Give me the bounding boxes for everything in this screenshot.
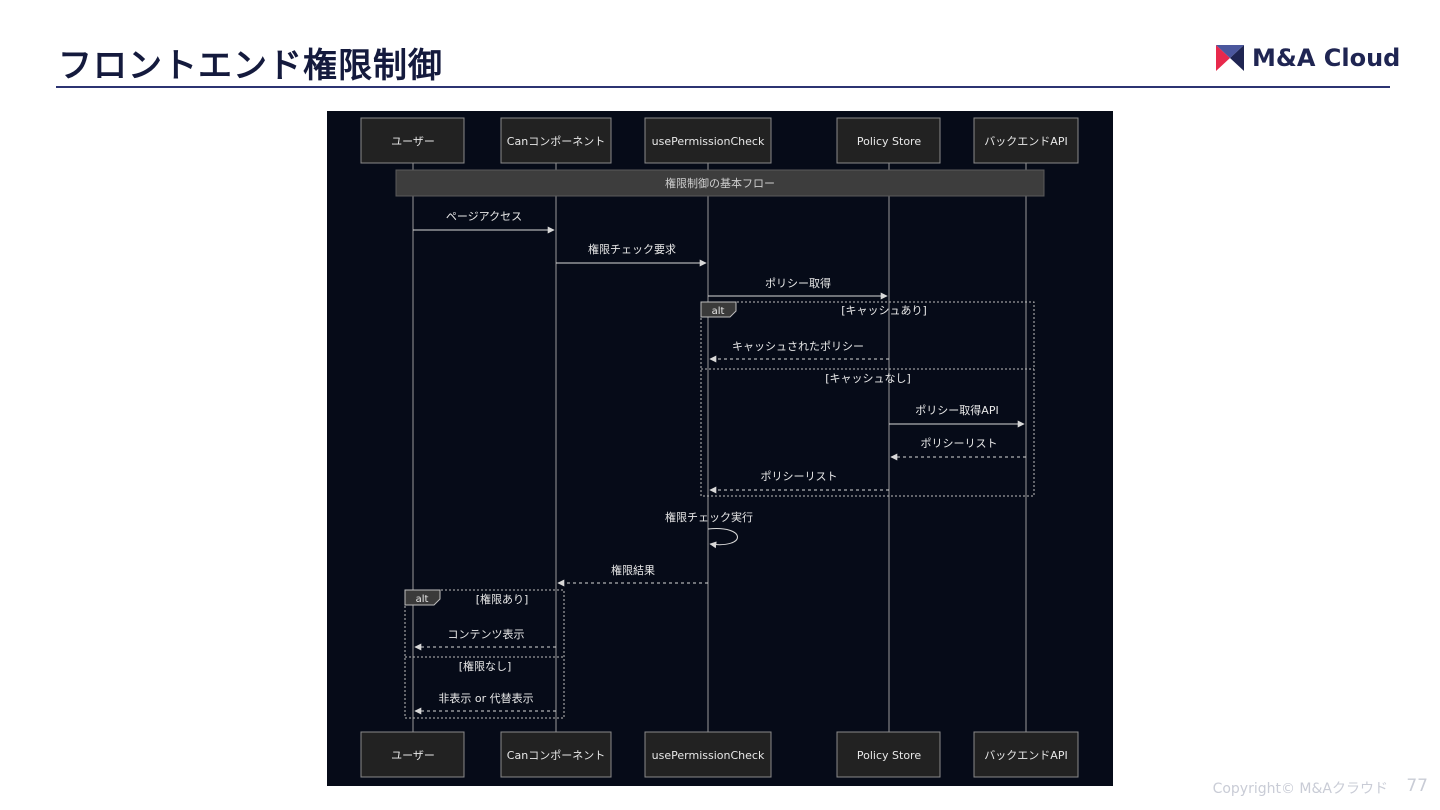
message-get-policy: ポリシー取得 <box>708 277 888 300</box>
participant-label: Policy Store <box>857 749 921 762</box>
message-label: ページアクセス <box>446 210 522 223</box>
message-label: 権限チェック要求 <box>588 242 676 256</box>
alt-else-condition: [キャッシュなし] <box>825 372 911 385</box>
page-number: 77 <box>1406 776 1428 796</box>
message-policy-list: ポリシーリスト <box>709 470 889 494</box>
brand-mark-icon <box>1216 45 1244 71</box>
participant-user-bottom: ユーザー <box>360 731 465 778</box>
participant-label: usePermissionCheck <box>652 135 765 148</box>
message-label: 権限結果 <box>611 563 655 577</box>
message-page-access: ページアクセス <box>413 210 555 234</box>
message-label: 非表示 or 代替表示 <box>438 691 533 705</box>
participant-label: usePermissionCheck <box>652 749 765 762</box>
message-label: ポリシーリスト <box>761 470 838 483</box>
copyright-text: Copyright© M&Aクラウド <box>1212 781 1388 797</box>
message-cached-policy: キャッシュされたポリシー <box>709 340 889 363</box>
brand-logo: M&A Cloud <box>1216 44 1400 72</box>
message-policy-list-from-api: ポリシーリスト <box>890 437 1026 461</box>
participant-can-top: Canコンポーネント <box>500 117 612 164</box>
participant-policy-store-top: Policy Store <box>836 117 941 164</box>
participant-label: Canコンポーネント <box>507 135 605 148</box>
participant-label: Canコンポーネント <box>507 749 605 762</box>
note-basic-flow: 権限制御の基本フロー <box>395 169 1045 197</box>
message-show-content: コンテンツ表示 <box>414 627 556 651</box>
message-label: キャッシュされたポリシー <box>732 340 864 353</box>
participant-user-top: ユーザー <box>360 117 465 164</box>
brand-name: M&A Cloud <box>1252 44 1401 72</box>
participant-label: バックエンドAPI <box>984 135 1067 148</box>
message-permission-result: 権限結果 <box>557 563 708 587</box>
participant-can-bottom: Canコンポーネント <box>500 731 612 778</box>
message-label: ポリシー取得API <box>915 404 998 417</box>
sequence-diagram: ユーザー Canコンポーネント usePermissionCheck Polic… <box>327 111 1113 786</box>
message-label: ポリシー取得 <box>765 277 831 290</box>
participant-label: Policy Store <box>857 135 921 148</box>
participant-label: バックエンドAPI <box>984 749 1067 762</box>
title-divider <box>56 86 1390 88</box>
message-label: 権限チェック実行 <box>665 510 753 524</box>
message-label: ポリシーリスト <box>921 437 998 450</box>
alt-keyword: alt <box>712 306 725 317</box>
alt-condition: [キャッシュあり] <box>841 304 927 317</box>
message-run-permission-check: 権限チェック実行 <box>665 510 753 549</box>
slide-title: フロントエンド権限制御 <box>58 46 443 86</box>
message-hide-or-fallback: 非表示 or 代替表示 <box>414 691 556 715</box>
message-get-policy-api: ポリシー取得API <box>889 404 1025 428</box>
alt-else-condition: [権限なし] <box>459 659 512 673</box>
message-permission-request: 権限チェック要求 <box>556 242 707 267</box>
lifelines <box>412 163 1027 732</box>
participant-usepermission-bottom: usePermissionCheck <box>644 731 772 778</box>
message-label: コンテンツ表示 <box>448 627 525 641</box>
participant-backend-bottom: バックエンドAPI <box>973 731 1079 778</box>
participant-label: ユーザー <box>391 749 435 762</box>
alt-block-permission: alt [権限あり] [権限なし] <box>404 589 565 719</box>
note-label: 権限制御の基本フロー <box>665 176 775 190</box>
participant-label: ユーザー <box>391 135 435 148</box>
participant-backend-top: バックエンドAPI <box>973 117 1079 164</box>
participant-usepermission-top: usePermissionCheck <box>644 117 772 164</box>
alt-block-cache: alt [キャッシュあり] [キャッシュなし] <box>700 301 1035 497</box>
alt-condition: [権限あり] <box>476 592 529 606</box>
alt-keyword: alt <box>416 594 429 605</box>
participant-policy-store-bottom: Policy Store <box>836 731 941 778</box>
